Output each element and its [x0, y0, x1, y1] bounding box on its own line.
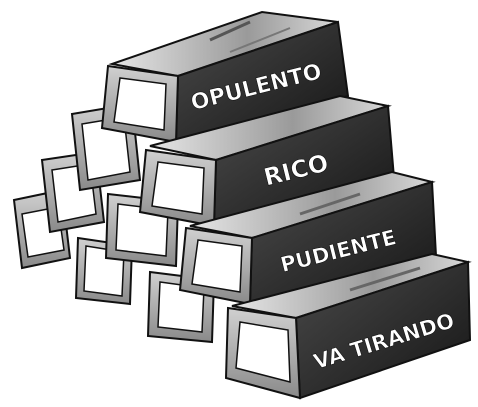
- bar-end-face: [235, 321, 291, 383]
- bar-end-face: [191, 239, 243, 293]
- bar-end-face: [151, 161, 205, 215]
- bar-end: [104, 192, 180, 268]
- bar-tier-4: VA TIRANDO: [224, 252, 472, 400]
- bar-tier-3: PUDIENTE: [178, 170, 438, 306]
- bar-end-face: [113, 77, 167, 131]
- bar-tier-1: OPULENTO: [100, 10, 350, 144]
- bar-tier-2: RICO: [138, 94, 396, 228]
